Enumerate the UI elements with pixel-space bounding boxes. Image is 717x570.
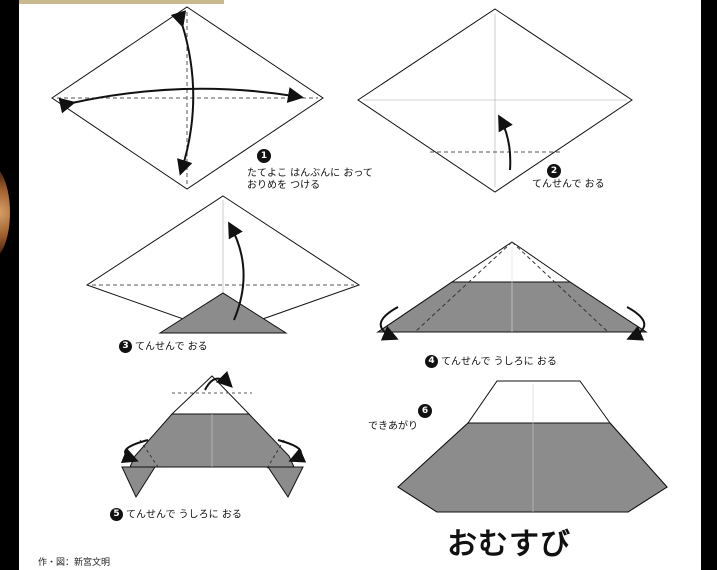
step3-figure: [85, 195, 361, 334]
step5-figure: [120, 370, 307, 499]
step4-text: てんせんで うしろに おる: [441, 356, 557, 368]
step1-caption-line2: おりめを つける: [247, 180, 321, 191]
step6-caption: できあがり: [368, 421, 418, 432]
background-photo: [0, 0, 19, 570]
step3-number: 3: [119, 340, 132, 353]
step1-caption: たてよこ はんぶんに おって おりめを つける: [247, 168, 373, 192]
step4-number: 4: [425, 355, 438, 368]
step2-figure: [357, 8, 633, 193]
photo-fragment: [0, 165, 10, 260]
step6-number: 6: [418, 404, 432, 418]
diagram-title: おむすび: [447, 527, 571, 562]
step4-figure: [376, 241, 648, 341]
author-credit: 作・図：新宮文明: [38, 558, 111, 568]
step6-figure: [397, 380, 668, 513]
step3-text: てんせんで おる: [135, 341, 208, 353]
step5-text: てんせんで うしろに おる: [126, 509, 242, 521]
step2-caption: てんせんで おる: [532, 179, 605, 190]
top-edge-strip: [19, 0, 224, 4]
step5-number: 5: [110, 508, 123, 521]
step1-figure: [51, 6, 324, 190]
right-border: [701, 0, 717, 570]
step1-number: 1: [257, 149, 271, 163]
step1-caption-line1: たてよこ はんぶんに おって: [247, 168, 373, 179]
step2-number: 2: [547, 164, 561, 178]
